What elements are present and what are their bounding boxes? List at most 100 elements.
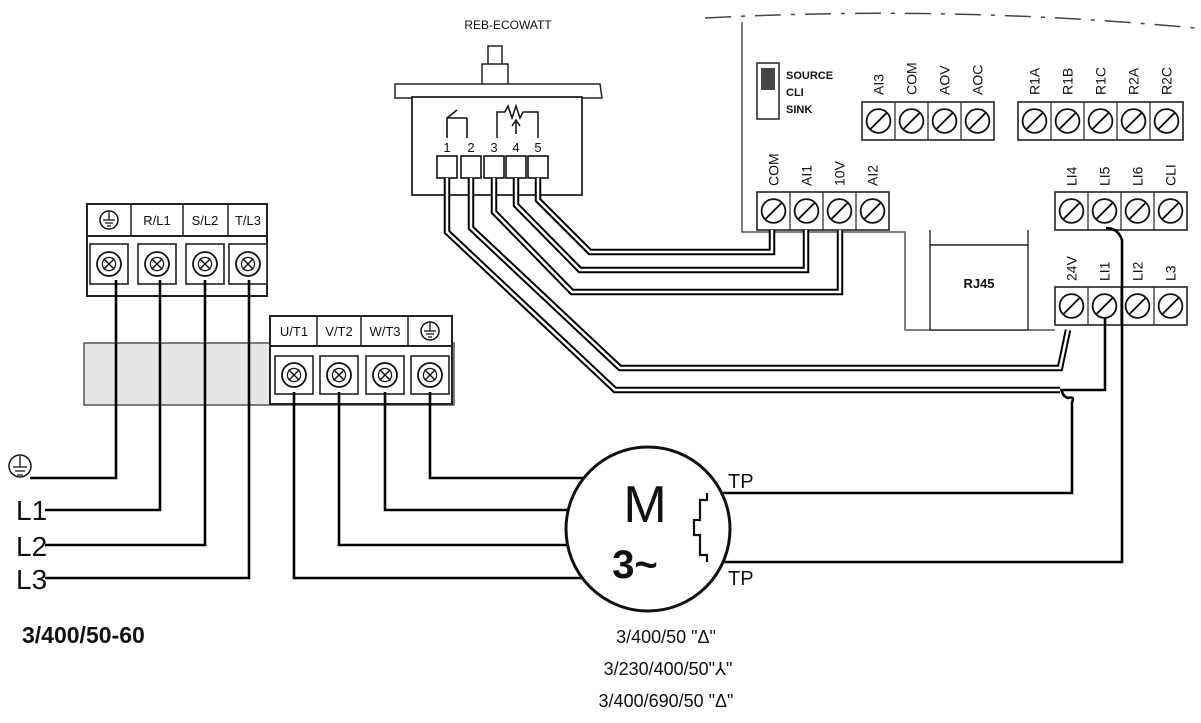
wire-vt2 [337, 392, 574, 547]
terminal-label: AI1 [799, 165, 815, 186]
switch-label-source: SOURCE [786, 70, 833, 82]
screw-terminal-icon [1054, 108, 1081, 134]
mains-label-3: T/L3 [235, 213, 261, 228]
potentiometer-pin [505, 155, 527, 179]
wire-l2 [45, 280, 207, 547]
potentiometer-icon [496, 103, 539, 138]
motor-phase: 3~ [612, 543, 658, 587]
terminal-label: R2C [1159, 67, 1175, 95]
wire-li1 [1060, 318, 1107, 392]
terminal-label: LI4 [1064, 166, 1080, 186]
wire-tp-top [707, 402, 1074, 495]
screw-terminal-icon [793, 198, 820, 224]
control-block-ai3-aoc: AI3 COM AOV AOC [861, 62, 995, 141]
screw-terminal-icon [1153, 108, 1180, 134]
rj45-port: RJ45 [929, 230, 1029, 331]
switch-label-cli: CLI [786, 87, 804, 99]
potentiometer-flange [394, 83, 603, 99]
potentiometer-pin-label: 2 [467, 140, 474, 155]
screw-terminal-icon [1091, 198, 1118, 224]
screw-terminal-icon [144, 251, 170, 277]
motor-rating-1: 3/400/50 "Δ" [616, 627, 716, 647]
screw-terminal-icon [1087, 108, 1114, 134]
motor-label-3: W/T3 [369, 324, 400, 339]
potentiometer-pin-label: 5 [534, 140, 541, 155]
ground-icon [99, 210, 119, 230]
wire-tp-bottom [707, 226, 1124, 564]
supply-label-l1: L1 [16, 495, 47, 526]
motor-rating-2: 3/230/400/50"⅄" [604, 659, 733, 679]
screw-terminal-icon [1157, 293, 1184, 319]
terminal-label: AOC [970, 65, 986, 95]
ground-icon [8, 454, 32, 478]
motor-rating-3: 3/400/690/50 "Δ" [599, 691, 734, 711]
switch-slider [761, 68, 775, 90]
motor-label-1: U/T1 [280, 324, 308, 339]
source-sink-switch: SOURCE CLI SINK [756, 62, 833, 120]
terminal-label: LI2 [1130, 261, 1146, 281]
terminal-label: 24V [1064, 255, 1080, 281]
motor-circle [564, 445, 732, 613]
screw-terminal-icon [859, 198, 886, 224]
screw-terminal-icon [1058, 293, 1085, 319]
motor-terminal-block: U/T1 V/T2 W/T3 [269, 315, 453, 405]
potentiometer-pin [483, 155, 505, 179]
screw-terminal-icon [964, 108, 991, 134]
terminal-label: COM [904, 62, 920, 95]
terminal-label: COM [766, 153, 782, 186]
screw-terminal-icon [826, 198, 853, 224]
terminal-label: AOV [937, 65, 953, 95]
screw-terminal-icon [96, 251, 122, 277]
mains-label-1: R/L1 [143, 213, 170, 228]
terminal-label: LI1 [1097, 261, 1113, 281]
wire-ground-supply [30, 280, 118, 480]
switch-symbol-icon [446, 109, 468, 138]
wire-ut1 [292, 392, 590, 580]
supply-label-l2: L2 [16, 531, 47, 562]
screw-terminal-icon [417, 362, 443, 388]
wire-l1 [45, 280, 162, 512]
potentiometer-pin-label: 4 [512, 140, 519, 155]
terminal-label: AI3 [871, 74, 887, 95]
screw-terminal-icon [1124, 293, 1151, 319]
potentiometer-shaft [481, 63, 509, 87]
potentiometer-pin [436, 155, 458, 179]
screw-terminal-icon [281, 362, 307, 388]
mains-terminal-block: R/L1 S/L2 T/L3 [86, 203, 268, 297]
ground-icon [420, 321, 440, 341]
screw-terminal-icon [235, 251, 261, 277]
screw-terminal-icon [1021, 108, 1048, 134]
screw-terminal-icon [1058, 198, 1085, 224]
terminal-label: R1A [1027, 67, 1043, 95]
screw-terminal-icon [760, 198, 787, 224]
terminal-label: LI6 [1130, 166, 1146, 186]
terminal-label: R1C [1093, 67, 1109, 95]
wire-l3 [45, 280, 251, 580]
wire-jump [1060, 389, 1075, 403]
tp-label-bottom: TP [728, 568, 754, 590]
potentiometer-pin [460, 155, 482, 179]
rj45-label: RJ45 [963, 276, 994, 291]
wiring [30, 178, 1124, 580]
screw-terminal-icon [1120, 108, 1147, 134]
screw-terminal-icon [898, 108, 925, 134]
screw-terminal-icon [1157, 198, 1184, 224]
potentiometer-pin [527, 155, 549, 179]
motor-letter: M [623, 476, 666, 534]
terminal-label: CLI [1163, 164, 1179, 186]
drive-outline [704, 12, 1196, 29]
wire-wt3 [383, 392, 574, 512]
supply-rating: 3/400/50-60 [22, 622, 145, 648]
screw-terminal-icon [931, 108, 958, 134]
motor: M 3~ TP TP [564, 445, 754, 613]
terminal-label: L3 [1163, 265, 1179, 281]
screw-terminal-icon [326, 362, 352, 388]
terminal-label: R2A [1126, 67, 1142, 95]
tp-label-top: TP [728, 471, 754, 493]
mains-label-2: S/L2 [192, 213, 219, 228]
screw-terminal-icon [865, 108, 892, 134]
